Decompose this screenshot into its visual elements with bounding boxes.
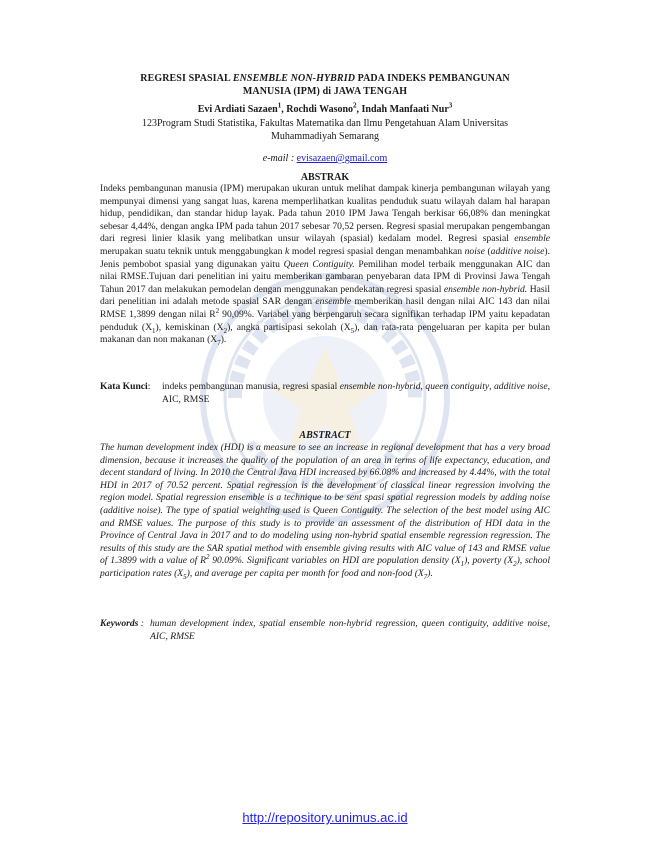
abstrak-text: ), angka partisipasi sekolah (X: [227, 321, 351, 333]
abstract-text: ).: [427, 567, 433, 579]
abstract-text: ), poverty (X: [464, 555, 514, 567]
abstrak-italic: noise: [464, 245, 485, 257]
email-label: e-mail :: [262, 153, 297, 164]
kw-text: ,: [420, 381, 426, 392]
abstract-heading: ABSTRACT: [299, 430, 351, 441]
abstract-sub: 7: [423, 572, 428, 581]
kw-text: , AIC, RMSE: [162, 381, 551, 405]
abstrak-italic: additive noise: [490, 245, 545, 257]
kata-kunci-label: Kata Kunci:: [100, 381, 162, 406]
kata-kunci: Kata Kunci: indeks pembangunan manusia, …: [100, 381, 550, 406]
abstract-text: ), and average per capita per month for …: [186, 567, 424, 579]
affiliation-line1: 123Program Studi Statistika, Fakultas Ma…: [141, 118, 509, 129]
abstrak-italic: ensemble: [514, 233, 550, 245]
title-part2: PADA INDEKS PEMBANGUNAN: [355, 73, 510, 84]
affiliation: 123Program Studi Statistika, Fakultas Ma…: [100, 117, 550, 143]
abstrak-sub: 1: [152, 326, 156, 335]
kata-kunci-sep: :: [147, 381, 151, 392]
abstrak-text: memberikan hasil dengan nilai AIC 143 da…: [100, 296, 550, 320]
abstrak-text: model regresi spasial dengan menambahkan: [289, 245, 465, 257]
author-sup: 3: [448, 101, 453, 110]
abstrak-sub: 7: [217, 339, 221, 348]
abstrak-italic: Queen Contiguity.: [283, 258, 355, 270]
author-list: Evi Ardiati Sazaen1, Rochdi Wasono2, Ind…: [60, 101, 590, 116]
title-italic: ENSEMBLE NON-HYBRID: [232, 73, 356, 84]
kw-text: ,: [489, 381, 494, 392]
title-part1: REGRESI SPASIAL: [140, 73, 233, 84]
keywords: Keywords : human development index, spat…: [100, 618, 550, 643]
kw-text: indeks pembangunan manusia, regresi spas…: [162, 381, 340, 392]
title-line2: MANUSIA (IPM) di JAWA TENGAH: [242, 86, 408, 97]
email-line: e-mail : evisazaen@gmail.com: [60, 152, 590, 165]
abstrak-text: (: [484, 245, 491, 257]
author-sep: ,: [356, 104, 362, 115]
abstrak-italic: k: [285, 245, 290, 257]
abstract-sub: 2: [513, 560, 517, 569]
kw-italic: queen contiguity: [425, 381, 490, 392]
author-name: Rochdi Wasono: [286, 104, 354, 115]
keywords-label: Keywords :: [100, 618, 150, 643]
affiliation-line2: Muhammadiyah Semarang: [270, 131, 380, 142]
kw-italic: ensemble non-hybrid: [339, 381, 421, 392]
kata-kunci-value: indeks pembangunan manusia, regresi spas…: [162, 381, 550, 406]
repository-footer: http://repository.unimus.ac.id: [0, 810, 650, 825]
abstract-text: The human development index (HDI) is a m…: [100, 442, 550, 567]
abstrak-text: ), kemiskinan (X: [155, 321, 224, 333]
author-name: Indah Manfaati Nur: [361, 104, 449, 115]
abstract-sub: 5: [183, 572, 187, 581]
abstrak-text: ), dan rata-rata pengeluaran per kapita …: [100, 321, 550, 346]
repository-link[interactable]: http://repository.unimus.ac.id: [242, 810, 408, 825]
abstrak-sub: 2: [223, 326, 228, 335]
abstrak-text: ).: [220, 334, 227, 346]
abstrak-text: 90,09%. Variabel yang berpengaruh secara…: [100, 308, 550, 333]
author-sup: 1: [277, 101, 282, 110]
abstract-text: ), school participation rates (X: [100, 555, 550, 579]
author-name: Evi Ardiati Sazaen: [197, 104, 278, 115]
email-link[interactable]: evisazaen@gmail.com: [296, 153, 388, 164]
abstrak-sub: 5: [350, 326, 355, 335]
author-sup: 2: [353, 101, 357, 110]
author-sep: ,: [281, 104, 287, 115]
keywords-value: human development index, spatial ensembl…: [150, 618, 550, 642]
abstrak-body: Indeks pembangunan manusia (IPM) merupak…: [100, 183, 550, 347]
abstract-sub: 1: [460, 560, 465, 569]
abstrak-heading: ABSTRAK: [300, 172, 350, 183]
kw-italic: additive noise: [493, 381, 548, 392]
abstrak-italic: ensemble non-hybrid.: [443, 283, 528, 295]
keywords-sep: :: [138, 618, 144, 629]
paper-title: REGRESI SPASIAL ENSEMBLE NON-HYBRID PADA…: [60, 72, 590, 98]
abstrak-sup: 2: [215, 306, 220, 315]
keywords-label-text: Keywords: [100, 618, 139, 629]
abstrak-text: Indeks pembangunan manusia (IPM) merupak…: [100, 183, 550, 245]
abstract-sup: 2: [205, 553, 210, 562]
abstrak-text: Hasil dari penelitian ini adalah metode …: [100, 283, 550, 308]
abstrak-italic: ensemble: [315, 296, 352, 308]
abstrak-text: Pemilihan model terbaik menggunakan AIC …: [100, 258, 551, 295]
abstrak-text: merupakan suatu teknik untuk menggabungk…: [100, 245, 286, 257]
kata-kunci-label-text: Kata Kunci: [100, 381, 148, 392]
abstrak-text: ). Jenis pembobot spasial yang digunakan…: [100, 245, 551, 270]
abstract-text: 90.09%. Significant variables on HDI are…: [209, 555, 461, 567]
abstract-body: The human development index (HDI) is a m…: [100, 442, 550, 581]
